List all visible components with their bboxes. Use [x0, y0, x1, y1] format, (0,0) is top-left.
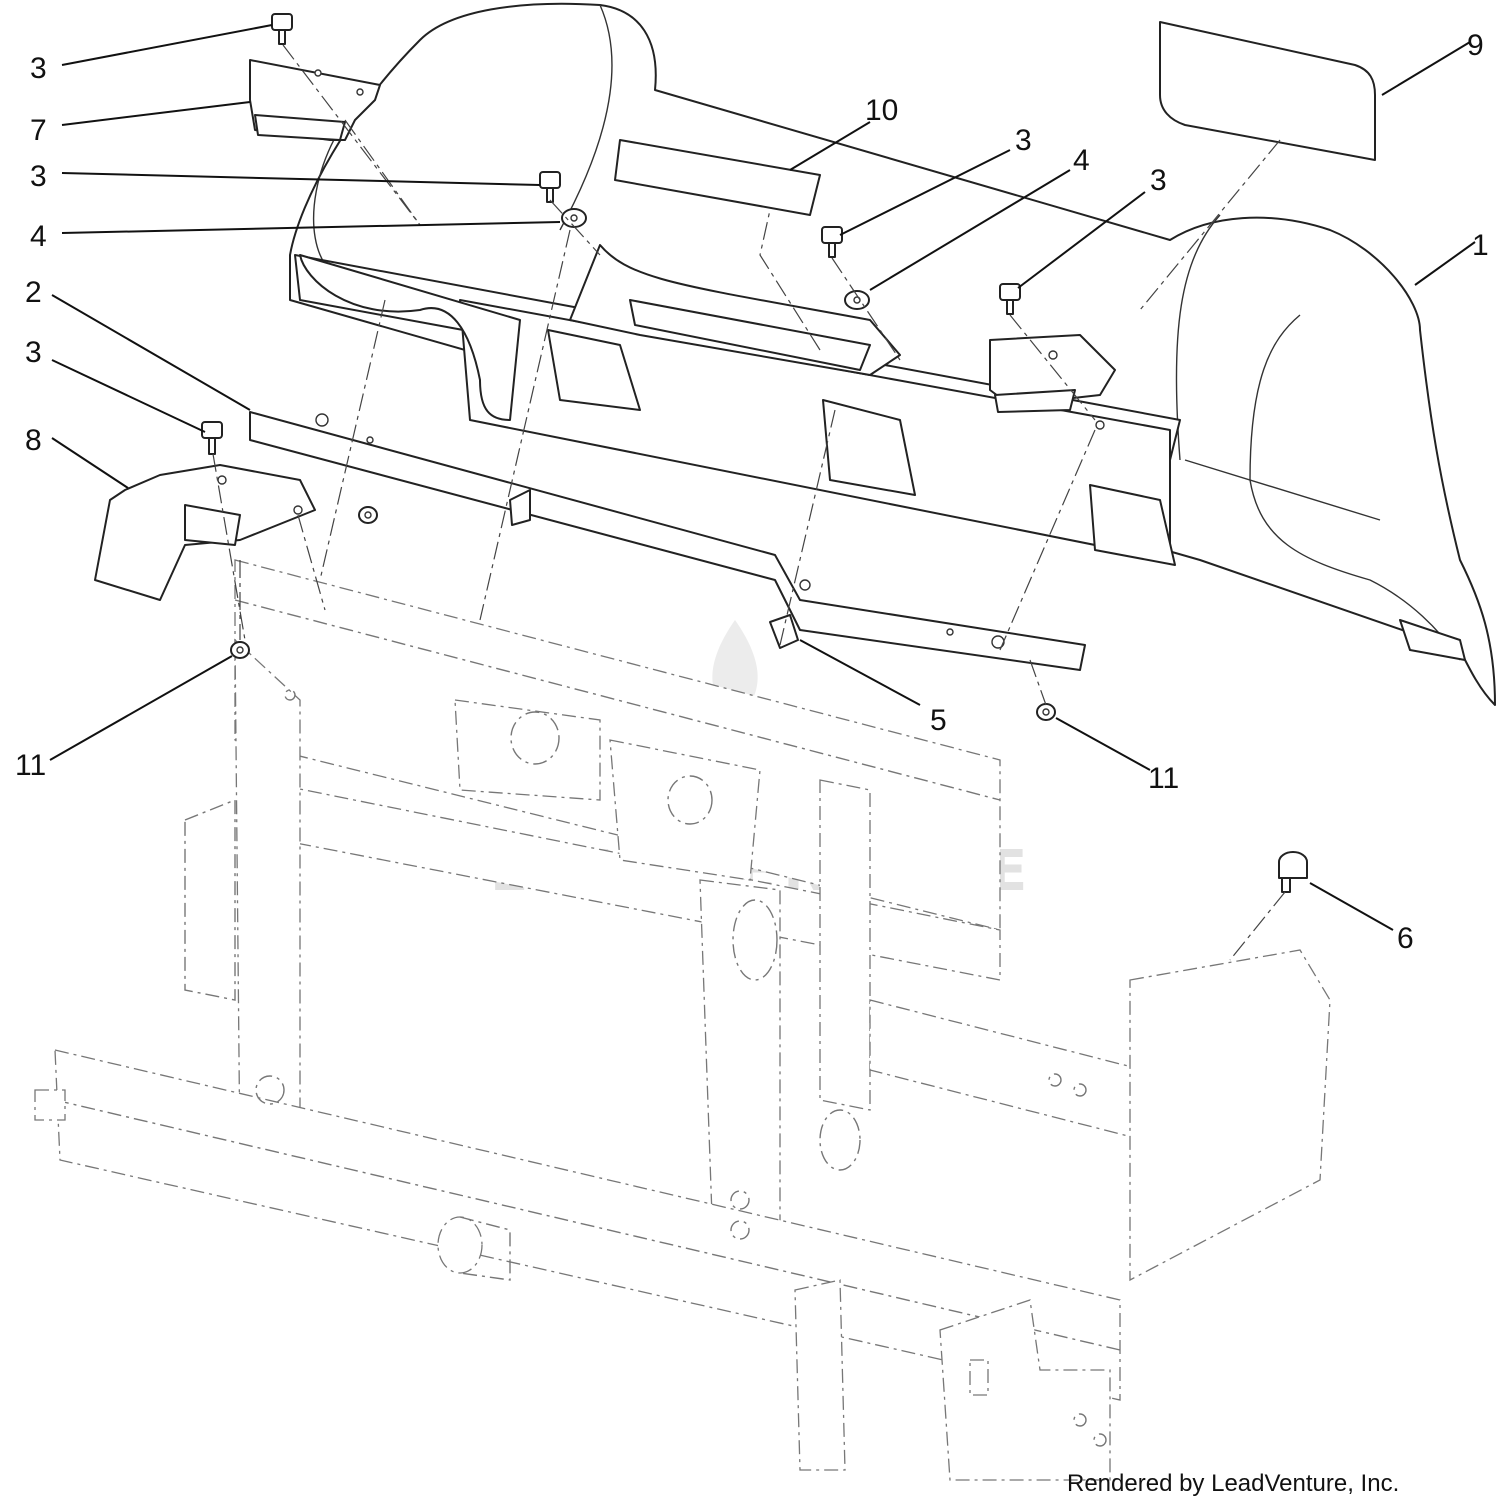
- callout-7: 7: [30, 114, 47, 147]
- nut-11-left: [230, 641, 250, 659]
- part-8-bracket: [94, 464, 316, 601]
- render-credit: Rendered by LeadVenture, Inc.: [1067, 1470, 1400, 1497]
- leader-lines: [49, 24, 1476, 931]
- callout-3: 3: [1150, 164, 1167, 197]
- bolt-3-lower-left: [201, 421, 223, 455]
- callout-11: 11: [1148, 762, 1179, 795]
- part-7-bracket: [249, 59, 381, 141]
- part-9-decal: [1159, 21, 1376, 161]
- callout-11: 11: [15, 749, 46, 782]
- frame-assembly: [34, 559, 1331, 1481]
- callout-3: 3: [30, 160, 47, 193]
- washer-4-center: [844, 290, 870, 310]
- centerlines: [212, 44, 1286, 961]
- callout-3: 3: [25, 336, 42, 369]
- nut-mid-bar: [358, 506, 378, 524]
- callout-4: 4: [1073, 144, 1090, 177]
- callout-5: 5: [930, 704, 947, 737]
- callout-1: 1: [1472, 229, 1489, 262]
- callout-3: 3: [30, 52, 47, 85]
- callout-3: 3: [1015, 124, 1032, 157]
- right-bracket: [989, 334, 1116, 430]
- callout-10: 10: [865, 94, 898, 127]
- bolt-3-right: [999, 283, 1021, 315]
- part-10-label: [614, 139, 821, 216]
- part-1-seat-cover: [289, 2, 1496, 706]
- callout-9: 9: [1467, 29, 1484, 62]
- callout-8: 8: [25, 424, 42, 457]
- callouts: 3 7 3 4 2 3 8 11 10 3 4 3 9 1 5 11 6: [15, 29, 1489, 955]
- bolt-3-mid-left: [539, 171, 561, 203]
- nut-11-right: [1036, 703, 1056, 721]
- clip-5: [769, 614, 799, 649]
- bumper-6: [1278, 851, 1308, 893]
- part-2-mounting-bar: [249, 411, 1086, 671]
- callout-2: 2: [25, 276, 42, 309]
- callout-6: 6: [1397, 922, 1414, 955]
- callout-4: 4: [30, 220, 47, 253]
- bolt-3-top-left: [271, 13, 293, 45]
